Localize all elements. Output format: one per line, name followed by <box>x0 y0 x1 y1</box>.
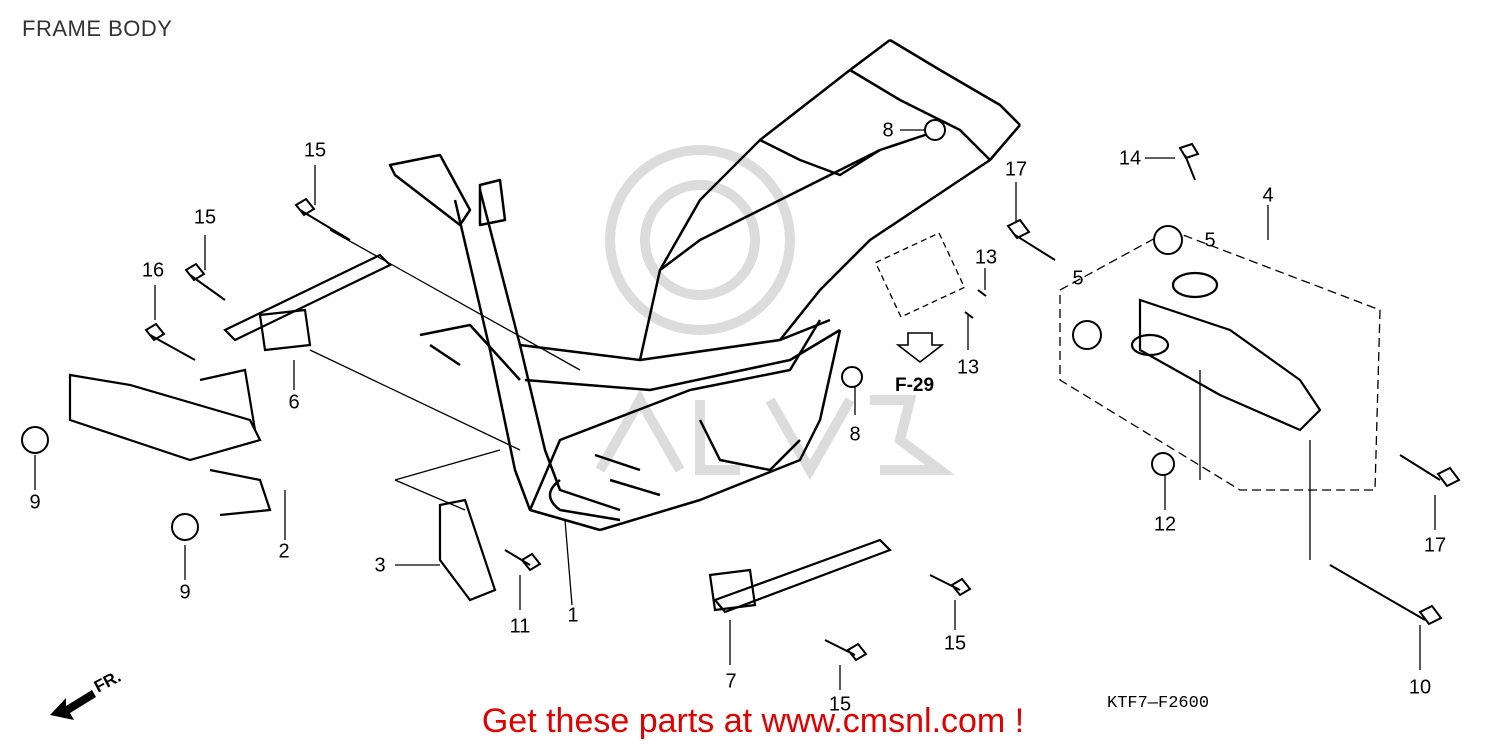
callout-17: 17 <box>1004 158 1028 181</box>
diagram-reference-code: KTF7—F2600 <box>1107 694 1210 713</box>
steering-assembly-dashed-boundary <box>1059 229 1381 491</box>
callout-6: 6 <box>288 391 300 414</box>
callout-3: 3 <box>374 554 386 577</box>
part-6-bracket <box>223 253 392 352</box>
callout-14: 14 <box>1118 147 1142 170</box>
callout-15: 15 <box>303 139 327 162</box>
callout-13: 13 <box>956 356 980 379</box>
callout-9: 9 <box>29 491 41 514</box>
callout-4: 4 <box>1262 184 1274 207</box>
callout-15: 15 <box>943 632 967 655</box>
callout-9: 9 <box>179 581 191 604</box>
fasteners <box>21 119 1461 662</box>
callout-12: 12 <box>1153 513 1177 536</box>
leader-lines <box>34 129 1436 690</box>
callout-11: 11 <box>509 615 531 638</box>
callout-8: 8 <box>882 119 894 142</box>
part-7-stay <box>708 538 892 614</box>
callout-5: 5 <box>1072 267 1084 290</box>
watermark-logo <box>595 145 955 481</box>
main-frame <box>388 38 1021 532</box>
callout-8: 8 <box>849 423 861 446</box>
callout-7: 7 <box>725 670 737 693</box>
bracket-dashed-outline <box>874 232 966 318</box>
footer-link-text[interactable]: Get these parts at www.cmsnl.com ! <box>481 702 1025 740</box>
front-direction-arrow-icon <box>50 690 96 720</box>
part-2-stand-bracket <box>68 368 272 517</box>
part-3-bracket <box>438 498 497 602</box>
callout-10: 10 <box>1408 676 1432 699</box>
callout-17: 17 <box>1423 534 1447 557</box>
part-4-handle-holder <box>1130 271 1322 432</box>
footer-banner[interactable]: Get these parts at www.cmsnl.com ! <box>0 702 1500 741</box>
section-reference: F-29 <box>895 375 935 396</box>
callout-15: 15 <box>828 693 852 716</box>
diagram-title: FRAME BODY <box>22 16 173 41</box>
callout-2: 2 <box>278 540 290 563</box>
callout-5: 5 <box>1204 229 1216 252</box>
callout-1: 1 <box>567 604 579 627</box>
callout-15: 15 <box>193 206 217 229</box>
callout-16: 16 <box>141 259 165 282</box>
section-arrow-icon <box>895 332 945 364</box>
callout-13: 13 <box>974 246 998 269</box>
